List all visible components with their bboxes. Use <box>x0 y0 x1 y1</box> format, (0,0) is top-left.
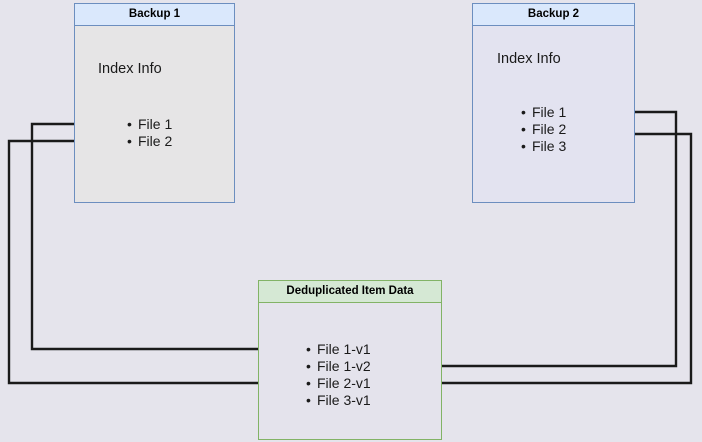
backup-1-header: Backup 1 <box>75 4 234 26</box>
backup-2-file-item[interactable]: File 1 <box>521 104 566 121</box>
backup-1-index-label: Index Info <box>98 61 162 77</box>
dedup-item[interactable]: File 2-v1 <box>306 375 371 392</box>
backup-1-file-item[interactable]: File 1 <box>127 116 172 133</box>
backup-2-index-label: Index Info <box>497 51 561 67</box>
backup-2-box[interactable]: Backup 2 <box>472 3 635 203</box>
backup-2-file-item[interactable]: File 3 <box>521 138 566 155</box>
backup-1-file-list: File 1 File 2 <box>127 116 172 150</box>
backup-1-file-item[interactable]: File 2 <box>127 133 172 150</box>
backup-2-header: Backup 2 <box>473 4 634 26</box>
dedup-item[interactable]: File 1-v2 <box>306 358 371 375</box>
dedup-item[interactable]: File 1-v1 <box>306 341 371 358</box>
backup-1-box[interactable]: Backup 1 <box>74 3 235 203</box>
backup-2-file-list: File 1 File 2 File 3 <box>521 104 566 155</box>
deduplicated-item-data-header: Deduplicated Item Data <box>259 281 441 303</box>
dedup-item[interactable]: File 3-v1 <box>306 392 371 409</box>
deduplicated-item-list: File 1-v1 File 1-v2 File 2-v1 File 3-v1 <box>306 341 371 409</box>
backup-2-file-item[interactable]: File 2 <box>521 121 566 138</box>
